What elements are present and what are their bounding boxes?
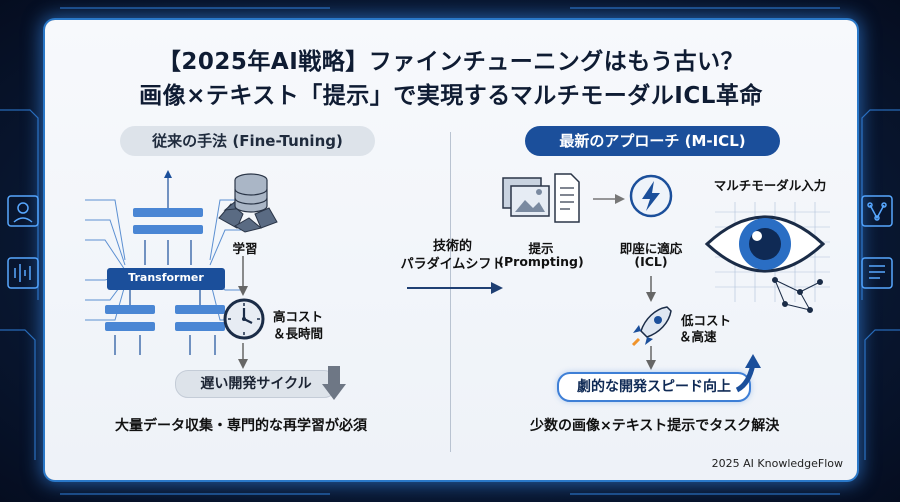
down-arrow-3: [646, 276, 656, 302]
eye-icon: [704, 202, 830, 313]
speed-up-banner: 劇的な開発スピード向上: [557, 372, 751, 402]
lightning-icon: [629, 174, 673, 218]
right-bottom-text: 少数の画像×テキスト提示でタスク解決: [530, 418, 780, 434]
paradigm-shift-arrow: [407, 282, 503, 294]
transformer-label: Transformer: [128, 271, 204, 284]
down-arrow-2: [238, 343, 248, 369]
speed-up-arrow-icon: [735, 354, 761, 393]
clock-icon: [223, 298, 265, 340]
main-card: 【2025年AI戦略】ファインチューニングはもう古い？ 画像×テキスト「提示」で…: [45, 20, 857, 480]
icl-label-line1: 即座に適応: [619, 241, 683, 256]
waveform-icon: [7, 257, 39, 289]
prompting-label-line1: 提示: [528, 241, 554, 256]
slow-down-arrow-icon: [322, 366, 346, 400]
low-cost-label-line2: ＆高速: [679, 329, 717, 344]
paradigm-shift-label: 技術的 パラダイムシフト: [400, 238, 505, 274]
left-header-pill: 従来の手法 (Fine-Tuning): [120, 126, 375, 156]
down-arrow-4: [646, 346, 656, 370]
high-cost-label-line1: 高コスト: [273, 309, 324, 324]
high-cost-label-line2: ＆長時間: [273, 326, 324, 341]
footer-credit: 2025 AI KnowledgeFlow: [711, 457, 843, 470]
rocket-icon: [631, 306, 672, 347]
face-scan-icon: [7, 195, 39, 227]
down-arrow-1: [238, 256, 248, 296]
right-arrow-small: [593, 194, 625, 204]
document-icon: [861, 257, 893, 289]
right-header-pill: 最新のアプローチ (M-ICL): [525, 126, 780, 156]
database-icon: [218, 173, 278, 233]
left-bottom-text: 大量データ収集・専門的な再学習が必須: [115, 418, 367, 434]
transformer-diagram: [85, 170, 245, 355]
learning-label: 学習: [232, 241, 258, 256]
paradigm-shift-line1: 技術的: [432, 239, 472, 254]
paradigm-shift-line2: パラダイムシフト: [400, 257, 505, 272]
page-title-line1: 【2025年AI戦略】ファインチューニングはもう古い？: [157, 49, 745, 75]
network-node-icon: [861, 195, 893, 227]
prompting-label-line2: (Prompting): [498, 254, 584, 269]
page-title-line2: 画像×テキスト「提示」で実現するマルチモーダルICL革命: [139, 83, 763, 109]
multimodal-input-label: マルチモーダル入力: [713, 178, 827, 193]
image-document-icon: [502, 173, 580, 223]
column-divider: [450, 132, 451, 452]
low-cost-label-line1: 低コスト: [681, 313, 732, 328]
slow-cycle-banner: 遅い開発サイクル: [175, 370, 337, 398]
icl-label-line2: (ICL): [634, 254, 668, 269]
